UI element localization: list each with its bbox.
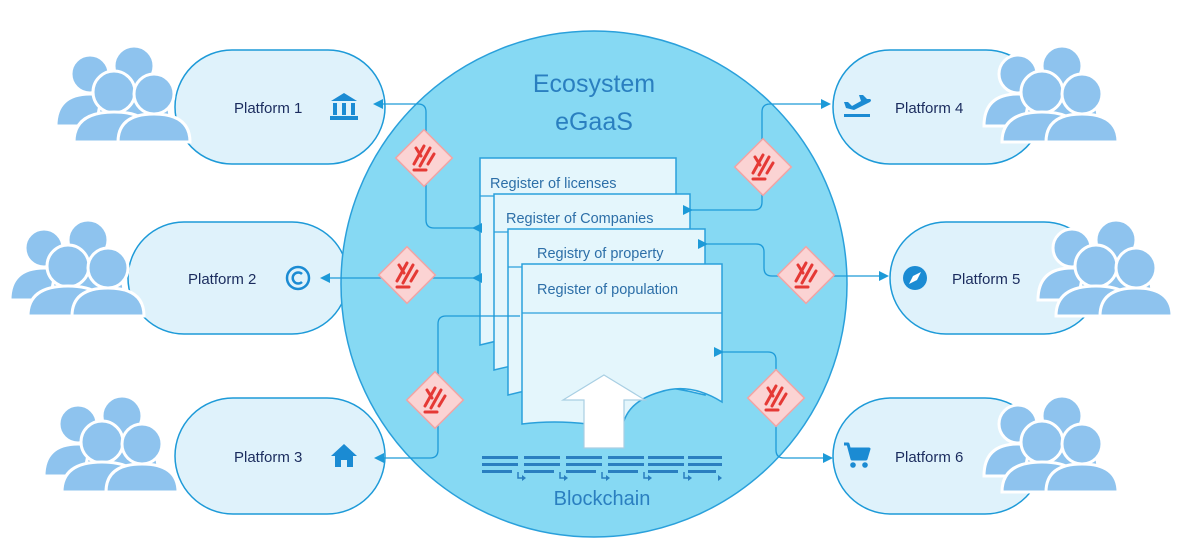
platform-6: Platform 6 [832, 394, 1120, 515]
blockchain-label: Blockchain [554, 488, 651, 510]
platform-5-label: Platform 5 [952, 271, 1020, 288]
users-icon [54, 44, 192, 144]
platform-3-label: Platform 3 [234, 449, 302, 466]
platform-4: Platform 4 [832, 44, 1120, 165]
ecosystem-title-line2: eGaaS [555, 108, 633, 136]
platform-6-label: Platform 6 [895, 449, 963, 466]
platform-5: Platform 5 [889, 218, 1174, 335]
upload-arrow [560, 374, 648, 449]
platform-2-label: Platform 2 [188, 271, 256, 288]
cart-icon [844, 442, 871, 468]
platform-3: Platform 3 [42, 394, 386, 515]
platform-4-label: Platform 4 [895, 100, 963, 117]
platform-1-label: Platform 1 [234, 100, 302, 117]
compass-icon [903, 266, 927, 290]
register-population-label: Register of population [537, 282, 678, 298]
register-population: Register of population [521, 263, 723, 431]
airplane-icon [844, 95, 871, 117]
users-icon [42, 394, 180, 494]
users-icon [8, 218, 146, 318]
ecosystem-title-line1: Ecosystem [533, 70, 655, 98]
register-companies-label: Register of Companies [506, 211, 654, 227]
platform-1: Platform 1 [54, 44, 386, 165]
copyright-icon [285, 265, 311, 291]
register-property-label: Registry of property [537, 246, 664, 262]
register-stack: Register of licenses Register of Compani… [479, 157, 723, 431]
home-icon [331, 444, 357, 467]
bank-icon [330, 93, 358, 120]
platform-2: Platform 2 [8, 218, 349, 335]
register-licenses-label: Register of licenses [490, 176, 617, 192]
connector-platform-5 [698, 239, 889, 281]
blockchain-chain-icon [482, 456, 722, 481]
